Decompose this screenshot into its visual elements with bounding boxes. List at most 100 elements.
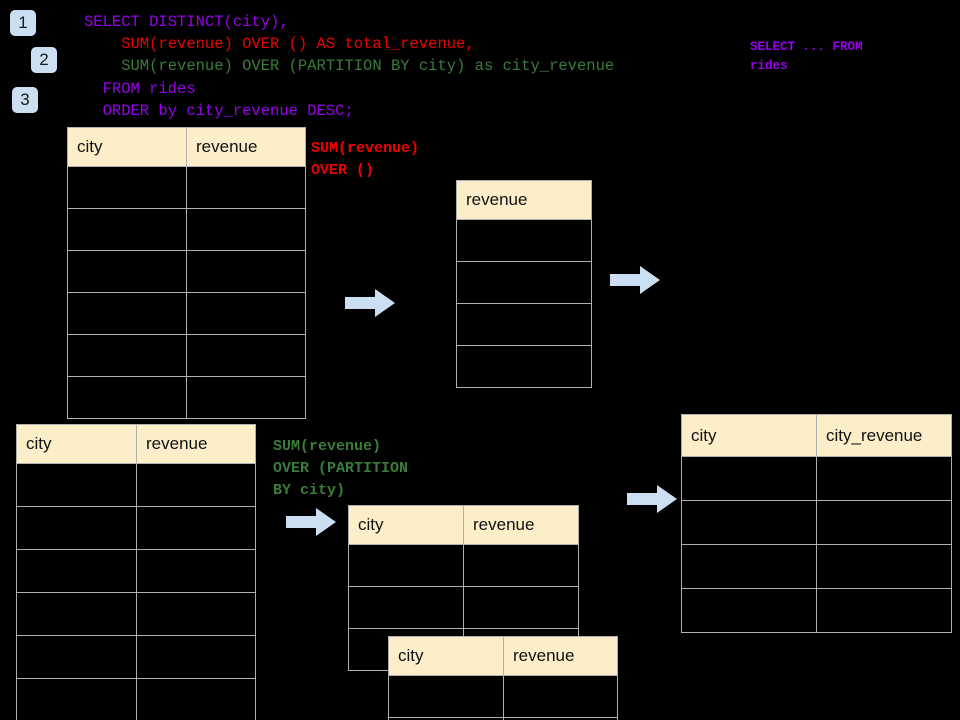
table-row [67,376,306,419]
table-cell [348,586,464,629]
column-header-city: city [388,636,504,676]
table-cell [16,592,137,636]
table-cell [388,675,504,718]
table-cell [136,635,256,679]
table-row [16,506,256,550]
column-header-city: city [67,127,187,167]
table-cell [67,250,187,293]
column-header-city: city [681,414,817,457]
table-cell [186,334,306,377]
column-header-city: city [348,505,464,545]
table-cell [16,463,137,507]
sql-line-order-by: ORDER by city_revenue DESC; [84,102,354,120]
step-badge-1: 1 [10,10,36,36]
table-row [456,219,592,262]
table-cell [681,456,817,501]
table-cell [816,456,952,501]
table-cell [16,678,137,720]
table-row [681,588,952,633]
step-badge-2: 2 [31,47,57,73]
table-cell [67,292,187,335]
table-cell [186,376,306,419]
table-cell [503,675,618,718]
table-cell [681,544,817,589]
column-header-city: city [16,424,137,464]
table-cell [681,588,817,633]
rides-source-table-bottom: city revenue [16,424,256,720]
table-row [348,544,579,587]
annotation-sum-over-partition: SUM(revenue) OVER (PARTITION BY city) [273,438,409,499]
table-cell [463,586,579,629]
table-cell [186,250,306,293]
table-cell [456,345,592,388]
table-cell [67,166,187,209]
table-row [348,586,579,629]
sql-line-select: SELECT DISTINCT(city), [84,13,289,31]
annotation-sum-over-empty: SUM(revenue) OVER () [311,140,420,179]
table-cell [136,592,256,636]
table-header-row: city revenue [16,424,256,464]
table-cell [16,506,137,550]
column-header-revenue: revenue [503,636,618,676]
table-row [67,334,306,377]
table-row [16,592,256,636]
rides-source-table-top: city revenue [67,127,306,419]
column-header-revenue: revenue [456,180,592,220]
table-cell [67,208,187,251]
table-row [67,166,306,209]
arrow-total-to-result [610,266,660,299]
table-cell [16,549,137,593]
column-header-city-revenue: city_revenue [816,414,952,457]
table-cell [67,334,187,377]
table-row [681,500,952,545]
step-badge-3: 3 [12,87,38,113]
table-cell [348,544,464,587]
table-cell [456,261,592,304]
table-row [16,678,256,720]
table-row [16,463,256,507]
side-note-select-from-rides: SELECT ... FROM rides [750,40,863,73]
arrow-partition-to-result [627,485,677,518]
table-header-row: city city_revenue [681,414,952,457]
table-cell [136,549,256,593]
table-row [67,208,306,251]
final-result-table: city city_revenue [681,414,952,633]
table-cell [16,635,137,679]
table-row [456,303,592,346]
table-cell [456,219,592,262]
column-header-revenue: revenue [463,505,579,545]
table-cell [503,717,618,720]
column-header-revenue: revenue [136,424,256,464]
sql-line-city-revenue: SUM(revenue) OVER (PARTITION BY city) as… [84,57,615,75]
table-cell [681,500,817,545]
table-row [681,544,952,589]
total-revenue-table: revenue [456,180,592,388]
table-row [67,292,306,335]
table-row [67,250,306,293]
table-cell [186,292,306,335]
table-cell [456,303,592,346]
table-header-row: city revenue [388,636,618,676]
table-header-row: city revenue [67,127,306,167]
table-cell [136,463,256,507]
table-row [388,675,618,718]
table-cell [816,588,952,633]
table-row [456,261,592,304]
table-cell [136,506,256,550]
table-cell [816,544,952,589]
partition-table-front: city revenue [388,636,618,720]
column-header-revenue: revenue [186,127,306,167]
table-row [388,717,618,720]
table-header-row: city revenue [348,505,579,545]
table-row [681,456,952,501]
sql-line-total-revenue: SUM(revenue) OVER () AS total_revenue, [84,35,475,53]
table-cell [186,166,306,209]
table-row [456,345,592,388]
table-row [16,549,256,593]
table-header-row: revenue [456,180,592,220]
table-row [16,635,256,679]
table-cell [186,208,306,251]
arrow-source-to-total [345,289,395,322]
sql-line-from: FROM rides [84,80,196,98]
